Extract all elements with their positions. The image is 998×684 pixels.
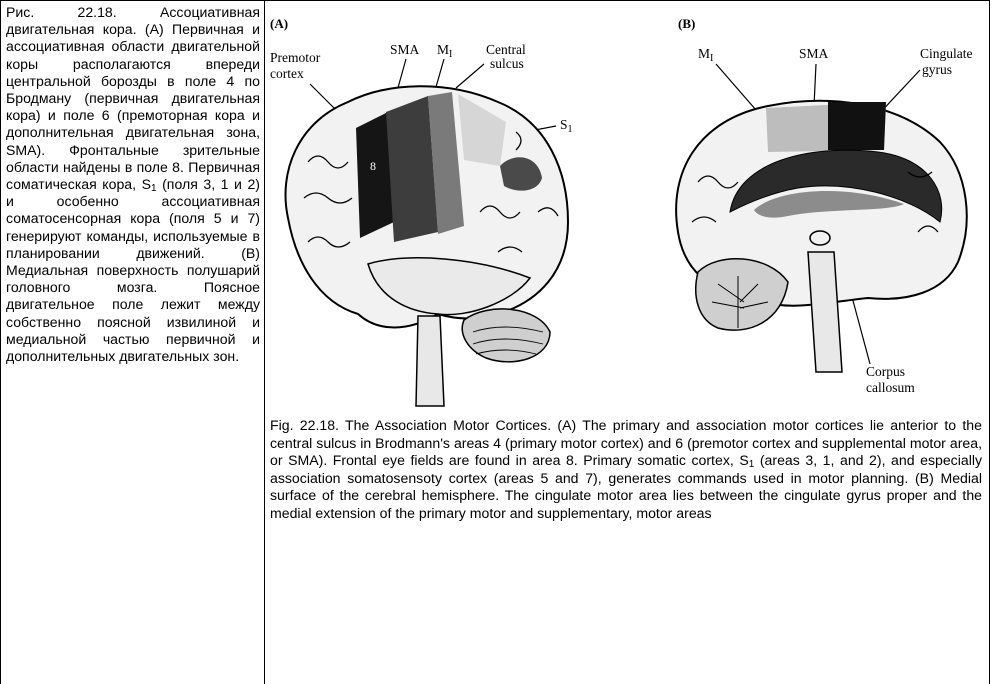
brain-stem-a bbox=[416, 316, 444, 406]
premotor-label-2: cortex bbox=[270, 66, 304, 81]
central-label: Central bbox=[486, 42, 526, 57]
m1-label-b: MI bbox=[698, 46, 713, 64]
panel-b-label: (B) bbox=[678, 16, 695, 31]
area-8-label: 8 bbox=[370, 159, 376, 173]
sma-leader-b bbox=[814, 64, 816, 106]
column-divider bbox=[264, 0, 265, 684]
m1-label-b-sub: I bbox=[710, 53, 713, 64]
corpus-label-2: callosum bbox=[866, 380, 915, 395]
sma-label-b: SMA bbox=[799, 46, 829, 61]
cerebellum-b bbox=[696, 259, 788, 330]
premotor-label: Premotor bbox=[270, 50, 321, 65]
english-caption-s: S bbox=[739, 452, 748, 468]
cingulate-label-2: gyrus bbox=[922, 62, 952, 77]
panel-b: (B) MI SMA Cingulate gyrus Corpus callos… bbox=[676, 16, 972, 395]
central-leader bbox=[456, 64, 484, 88]
brain-figure: (A) Premotor cortex SMA MI Central sulcu… bbox=[268, 2, 984, 410]
m1-label-a-main: M bbox=[437, 42, 449, 57]
s1-label-a-sub: 1 bbox=[568, 124, 573, 135]
sma-label-a: SMA bbox=[390, 42, 420, 57]
m1-label-a-sub: I bbox=[449, 49, 452, 60]
m1-label-a: MI bbox=[437, 42, 452, 60]
english-caption: Fig. 22.18. The Association Motor Cortic… bbox=[270, 417, 982, 523]
cerebellum-a bbox=[462, 309, 550, 362]
russian-caption: Рис. 22.18. Ассоциативная двигательная к… bbox=[6, 4, 260, 365]
cingulate-motor-region bbox=[828, 102, 886, 150]
russian-caption-text-2: (поля 3, 1 и 2) и особенно ассоциативная… bbox=[6, 176, 260, 364]
corpus-label: Corpus bbox=[866, 364, 905, 379]
russian-caption-text-1: Рис. 22.18. Ассоциативная двигательная к… bbox=[6, 4, 260, 192]
s1-label-a: S1 bbox=[560, 117, 573, 135]
central-label-2: sulcus bbox=[490, 56, 524, 71]
panel-a-label: (A) bbox=[270, 16, 288, 31]
m1-label-b-main: M bbox=[698, 46, 710, 61]
russian-caption-s: S bbox=[142, 176, 151, 192]
cingulate-label: Cingulate bbox=[920, 46, 973, 61]
m1-leader-b bbox=[716, 64, 756, 110]
s1-label-a-main: S bbox=[560, 117, 568, 132]
panel-a: (A) Premotor cortex SMA MI Central sulcu… bbox=[270, 16, 573, 406]
